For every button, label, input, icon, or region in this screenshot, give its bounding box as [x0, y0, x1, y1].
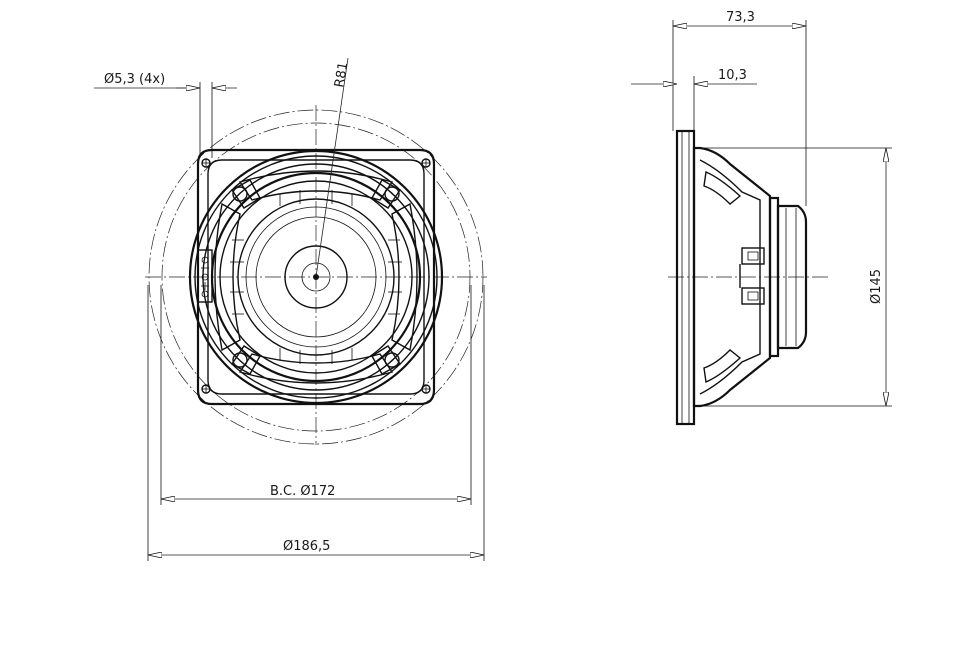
basket-spokes [214, 170, 418, 384]
dust-cap [284, 245, 348, 309]
basket-ring-2 [194, 155, 438, 399]
hole-diameter-dimension: Ø5,3 (4x) [94, 72, 237, 158]
terminals [739, 247, 765, 305]
bolt-circle-dimension: B.C. Ø172 [160, 285, 472, 505]
surround-outer [202, 163, 430, 391]
frame-outline [196, 148, 436, 406]
basket-body [692, 146, 772, 408]
terminal-block [197, 249, 213, 303]
pole-piece [301, 262, 331, 292]
front-view: R81 Ø5,3 (4x) B.C. Ø172 Ø186,5 [94, 57, 487, 561]
bolt-circle-label: B.C. Ø172 [270, 484, 335, 499]
total-depth-dimension: 73,3 [672, 10, 807, 206]
flange-thickness-dimension: 10,3 [631, 68, 757, 131]
magnet [776, 204, 808, 350]
frame-inner-outline [207, 159, 425, 395]
dust-cap-outer [255, 216, 377, 338]
basket-outer-ring [188, 149, 444, 405]
cone-ribs [230, 190, 402, 364]
cone-ring [237, 198, 395, 356]
outer-diameter-dimension: Ø186,5 [147, 285, 485, 561]
flange [675, 129, 696, 426]
radius-label: R81 [332, 61, 351, 89]
mounting-diameter-label: Ø145 [869, 269, 884, 304]
flange-thickness-label: 10,3 [718, 68, 747, 83]
basket-window-top [703, 170, 742, 205]
mounting-holes [201, 158, 431, 394]
radius-leader [315, 57, 349, 278]
hole-diameter-label: Ø5,3 (4x) [104, 72, 165, 87]
cone-edge [219, 180, 413, 374]
basket-inner-edge [699, 159, 761, 395]
total-depth-label: 73,3 [726, 10, 755, 25]
outer-diameter-label: Ø186,5 [283, 539, 330, 554]
side-view: 73,3 10,3 Ø145 [631, 10, 892, 426]
mounting-diameter-dimension: Ø145 [700, 147, 892, 407]
basket-window-bottom [703, 349, 742, 384]
cone-inner-ring [245, 206, 387, 348]
